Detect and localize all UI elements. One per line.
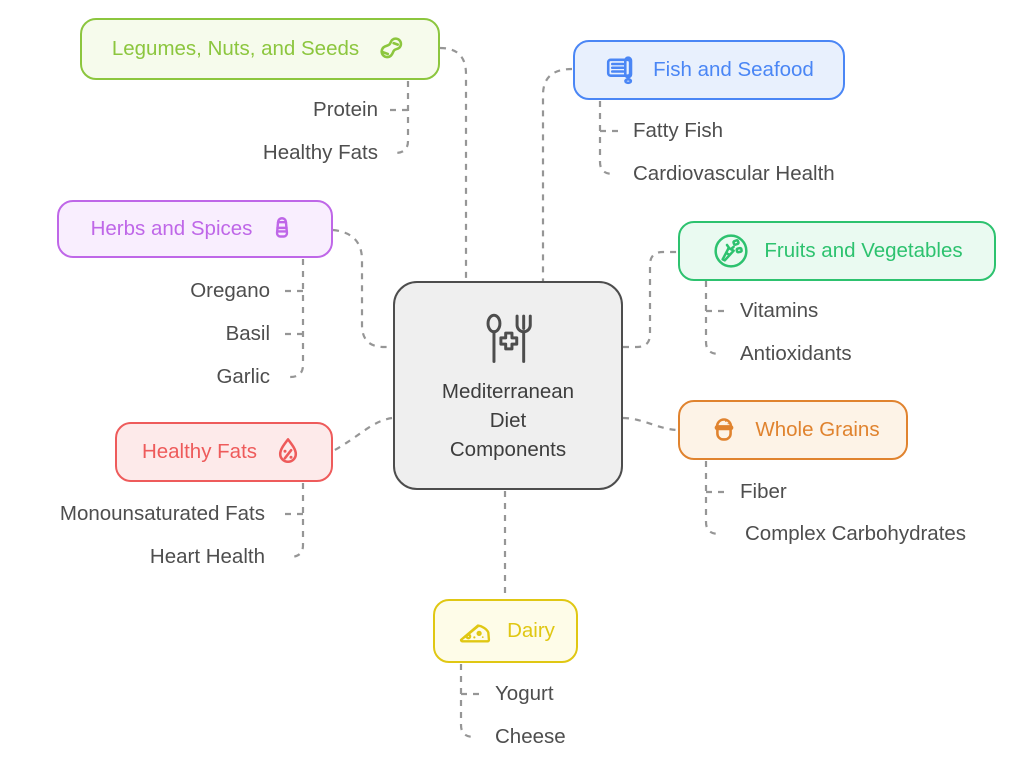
leaf-garlic[interactable]: Garlic: [216, 365, 270, 388]
salt-shaker-icon: [265, 212, 299, 246]
branch-label: Dairy: [507, 619, 555, 642]
leaf-fatty-fish[interactable]: Fatty Fish: [633, 119, 723, 142]
branch-label: Herbs and Spices: [90, 217, 253, 240]
branch-node-herbs-and-spices[interactable]: Herbs and Spices: [57, 200, 333, 258]
leaf-complex-carbohydrates[interactable]: Complex Carbohydrates: [745, 522, 967, 545]
branch-label: Legumes, Nuts, and Seeds: [111, 37, 360, 60]
grain-pot-icon: [706, 412, 742, 448]
cheese-icon: [456, 612, 494, 650]
branch-node-whole-grains[interactable]: Whole Grains: [678, 400, 908, 460]
leaf-monounsaturated-fats[interactable]: Monounsaturated Fats: [59, 502, 265, 525]
leaf-protein[interactable]: Protein: [313, 98, 378, 121]
center-title-line-2: Diet: [489, 409, 527, 432]
branch-node-fruits-and-vegetables[interactable]: Fruits and Vegetables: [678, 221, 996, 281]
leaf-heart-health[interactable]: Heart Health: [149, 545, 265, 568]
leaf-antioxidants[interactable]: Antioxidants: [740, 342, 852, 365]
leaf-basil[interactable]: Basil: [225, 322, 270, 345]
leaf-vitamins[interactable]: Vitamins: [740, 299, 819, 322]
branch-label: Whole Grains: [755, 418, 880, 441]
leaf-cheese[interactable]: Cheese: [495, 725, 566, 748]
branch-label: Healthy Fats: [141, 440, 258, 463]
branch-label: Fruits and Vegetables: [764, 239, 963, 262]
canned-fish-icon: [604, 52, 640, 88]
branch-node-healthy-fats[interactable]: Healthy Fats: [115, 422, 333, 482]
peanut-icon: [372, 31, 408, 67]
oil-drop-percent-icon: [270, 434, 306, 470]
leaf-cardiovascular-health[interactable]: Cardiovascular Health: [633, 162, 835, 185]
leaf-fiber[interactable]: Fiber: [740, 480, 787, 503]
center-title: Mediterranean Diet Components: [442, 377, 574, 464]
branch-label: Fish and Seafood: [653, 58, 814, 81]
branch-node-dairy[interactable]: Dairy: [433, 599, 578, 663]
center-node-mediterranean-diet[interactable]: Mediterranean Diet Components: [393, 281, 623, 490]
leaf-healthy-fats[interactable]: Healthy Fats: [262, 141, 378, 164]
cutlery-plus-icon: [475, 307, 541, 373]
leaf-yogurt[interactable]: Yogurt: [495, 682, 554, 705]
branch-node-fish-and-seafood[interactable]: Fish and Seafood: [573, 40, 845, 100]
leaf-oregano[interactable]: Oregano: [190, 279, 270, 302]
center-title-line-1: Mediterranean: [441, 380, 575, 403]
vegetables-icon: [711, 231, 751, 271]
branch-node-legumes-nuts-seeds[interactable]: Legumes, Nuts, and Seeds: [80, 18, 440, 80]
center-title-line-3: Components: [449, 438, 567, 461]
